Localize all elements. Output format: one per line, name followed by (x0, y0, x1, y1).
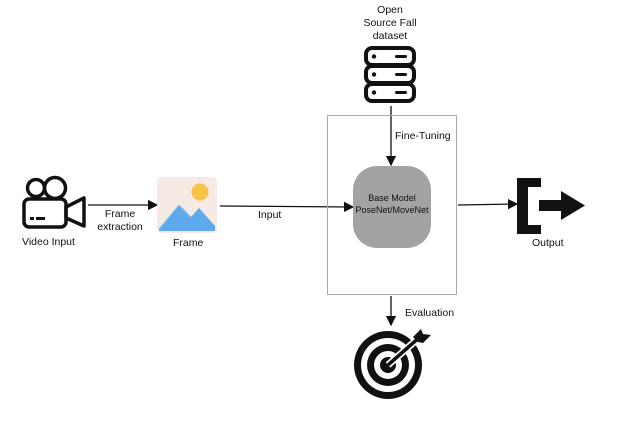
input-label: Input (258, 209, 282, 221)
dataset-label-line: Source Fall (363, 17, 417, 29)
frame-label: Frame (173, 237, 204, 249)
evaluation-label: Evaluation (405, 307, 455, 319)
base-model-subtitle: PoseNet/MoveNet (355, 205, 429, 215)
model-container (327, 115, 457, 295)
base-model-text: Base Model PoseNet/MoveNet (353, 192, 431, 216)
frame-extraction-line: extraction (97, 221, 143, 233)
base-model-title: Base Model (368, 193, 416, 203)
dataset-label: Open Source Fall dataset (350, 4, 430, 43)
video-camera-icon (22, 175, 86, 229)
target-icon (354, 329, 431, 399)
dataset-label-line: dataset (372, 30, 408, 42)
arrow-frame-to-model (219, 201, 355, 213)
output-exit-icon (517, 178, 585, 234)
frame-extraction-label: Frame extraction (90, 208, 150, 234)
database-icon (364, 46, 416, 103)
video-input-label: Video Input (22, 236, 75, 248)
dataset-label-line: Open (377, 4, 403, 16)
arrow-model-to-output (457, 198, 519, 210)
output-label: Output (532, 237, 564, 249)
base-model-node: Base Model PoseNet/MoveNet (353, 166, 431, 248)
image-icon (157, 177, 217, 233)
frame-extraction-line: Frame (104, 208, 136, 220)
fine-tuning-label: Fine-Tuning (395, 130, 451, 142)
